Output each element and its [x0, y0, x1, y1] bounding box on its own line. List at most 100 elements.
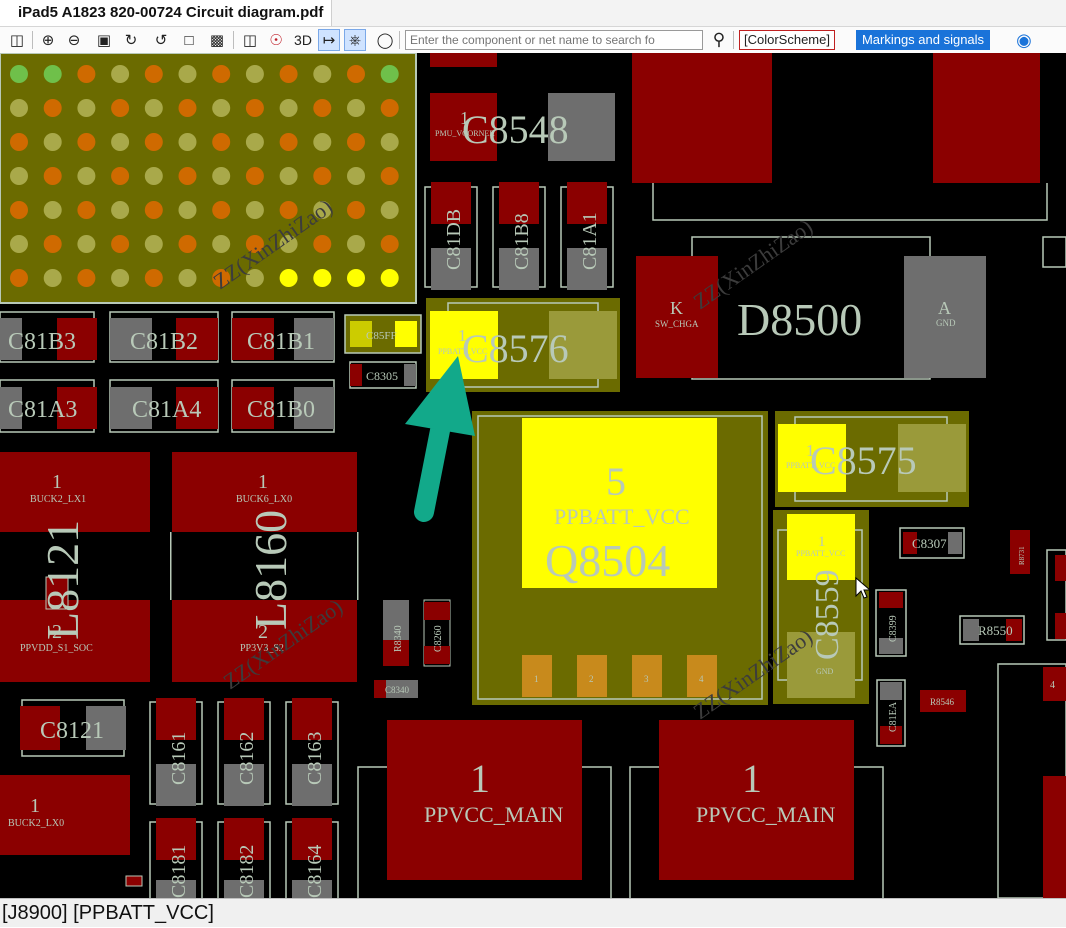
- zoom-in-icon[interactable]: ⊕: [41, 32, 55, 49]
- component-ppvcc-main-right[interactable]: 1 PPVCC_MAIN: [629, 720, 884, 898]
- svg-text:C8181: C8181: [168, 845, 190, 898]
- bga-ball: [43, 201, 62, 219]
- paint-icon[interactable]: ▩: [209, 32, 225, 49]
- component-r8550[interactable]: R8550: [959, 615, 1025, 645]
- document-tab[interactable]: iPad5 A1823 820-00724 Circuit diagram.pd…: [0, 0, 333, 26]
- component-q8504[interactable]: 1 2 3 4 5 PPBATT_VCC Q8504: [472, 411, 768, 705]
- component-c8559[interactable]: 1 PPBATT_VCC GND C8559: [773, 510, 869, 704]
- bga-chip[interactable]: [0, 53, 417, 304]
- markings-signals-button[interactable]: Markings and signals: [856, 30, 990, 50]
- component-c8182[interactable]: C8182: [217, 818, 271, 898]
- bga-ball: [245, 201, 264, 219]
- component-ppvcc-main-left[interactable]: 1 PPVCC_MAIN: [357, 720, 612, 898]
- component-c8163[interactable]: C8163: [285, 698, 339, 806]
- bga-ball: [43, 167, 62, 185]
- rotate-right-icon[interactable]: ↻: [124, 32, 138, 49]
- toolbar-separator: [399, 31, 400, 49]
- component-c81b3[interactable]: C81B3: [0, 311, 97, 363]
- component-c8162[interactable]: C8162: [217, 698, 271, 806]
- svg-text:5: 5: [606, 459, 626, 504]
- svg-text:PPBATT_VCC: PPBATT_VCC: [796, 549, 845, 558]
- bga-ball: [144, 235, 163, 253]
- svg-text:1: 1: [818, 534, 826, 550]
- svg-text:C81DB: C81DB: [443, 209, 465, 270]
- mouse-cursor: [855, 576, 872, 599]
- component-c8181[interactable]: C8181: [149, 818, 203, 898]
- svg-text:C8576: C8576: [462, 326, 569, 371]
- component-c81b8[interactable]: C81B8: [492, 182, 546, 290]
- svg-text:BUCK6_LX0: BUCK6_LX0: [236, 494, 292, 505]
- component-r8546[interactable]: R8546: [920, 690, 966, 712]
- svg-text:C81B2: C81B2: [130, 329, 198, 355]
- svg-text:C81B8: C81B8: [511, 213, 533, 270]
- bga-ball: [178, 201, 197, 219]
- component-r8340[interactable]: R8340: [383, 600, 409, 666]
- bga-ball: [347, 133, 365, 151]
- svg-text:C8305: C8305: [366, 369, 398, 383]
- flip-icon[interactable]: □: [184, 31, 194, 49]
- bga-ball: [347, 99, 365, 117]
- bga-ball: [279, 201, 298, 219]
- component-c8307[interactable]: C8307: [899, 527, 965, 559]
- bga-ball: [347, 269, 365, 287]
- bga-ball: [313, 269, 332, 287]
- rotate-left-icon[interactable]: ↺: [154, 32, 168, 49]
- component-c8121[interactable]: C8121: [20, 699, 126, 757]
- bga-ball: [178, 99, 197, 117]
- component-c8305[interactable]: C8305: [349, 361, 417, 389]
- bga-ball: [380, 269, 399, 287]
- probe-icon[interactable]: ☉: [269, 32, 283, 49]
- zoom-out-icon[interactable]: ⊖: [67, 32, 81, 49]
- pcb-drawing[interactable]: 1 PMU_VCORNER C8548 C81DB C81B8 C81A1 K …: [0, 53, 1066, 898]
- panels-icon[interactable]: ◫: [9, 32, 25, 49]
- component-c81a1[interactable]: C81A1: [560, 182, 614, 290]
- component-buck2-lx0-inductor[interactable]: 1 BUCK2_LX0: [0, 775, 143, 887]
- component-d8500[interactable]: K SW_CHGA A GND D8500: [636, 236, 986, 380]
- svg-text:SW_CHGA: SW_CHGA: [655, 319, 699, 329]
- svg-text:1: 1: [470, 756, 490, 801]
- color-scheme-button[interactable]: [ColorScheme]: [739, 30, 835, 50]
- bga-ball: [43, 65, 62, 83]
- net-icon[interactable]: ⎈: [344, 29, 366, 51]
- component-l8160[interactable]: 1 BUCK6_LX0 2 PP3V3_S2 L8160: [170, 452, 359, 682]
- bga-ball: [279, 65, 298, 83]
- bga-ball: [313, 65, 332, 83]
- eye-icon[interactable]: ◉: [1016, 29, 1032, 50]
- 3d-button[interactable]: 3D: [294, 32, 312, 48]
- mouse-icon[interactable]: ◯: [376, 32, 394, 49]
- component-c81b2[interactable]: C81B2: [109, 311, 219, 363]
- component-c8548[interactable]: 1 PMU_VCORNER C8548: [430, 93, 615, 161]
- component-c81b0[interactable]: C81B0: [231, 379, 335, 433]
- component-r8731[interactable]: R8731: [1010, 530, 1030, 574]
- bga-ball: [43, 235, 62, 253]
- fit-icon[interactable]: ▣: [96, 32, 112, 49]
- bga-ball: [10, 65, 28, 83]
- toolbar-separator: [733, 31, 734, 49]
- signal-arrow-icon[interactable]: ↦: [318, 29, 340, 51]
- component-c8340[interactable]: C8340: [374, 680, 418, 698]
- bga-ball: [279, 99, 298, 117]
- bga-ball: [77, 269, 96, 287]
- component-c81db[interactable]: C81DB: [424, 182, 478, 290]
- mirror-icon[interactable]: ◫: [242, 32, 258, 49]
- svg-text:C8161: C8161: [168, 732, 190, 785]
- bga-ball: [144, 201, 163, 219]
- component-l8121[interactable]: 1 BUCK2_LX1 2 PPVDD_S1_SOC L8121: [0, 452, 150, 682]
- bga-ball: [144, 133, 163, 151]
- component-c81b1[interactable]: C81B1: [231, 311, 335, 363]
- component-c8260[interactable]: C8260: [423, 599, 451, 667]
- svg-text:GND: GND: [936, 318, 956, 328]
- component-c8164[interactable]: C8164: [285, 818, 339, 898]
- component-c8399[interactable]: C8399: [875, 589, 907, 657]
- pcb-canvas[interactable]: 1 PMU_VCORNER C8548 C81DB C81B8 C81A1 K …: [0, 53, 1066, 898]
- component-c8161[interactable]: C8161: [149, 698, 203, 806]
- svg-text:C81B1: C81B1: [247, 329, 315, 355]
- component-c81ea[interactable]: C81EA: [876, 679, 906, 747]
- search-icon[interactable]: ⚲: [712, 30, 726, 49]
- bga-ball: [43, 99, 62, 117]
- component-c8575[interactable]: 1 PPBATT_VCC C8575: [775, 411, 969, 507]
- component-c81a4[interactable]: C81A4: [109, 379, 219, 433]
- component-c85ff[interactable]: C85FF: [344, 314, 422, 354]
- component-c81a3[interactable]: C81A3: [0, 379, 97, 433]
- search-input[interactable]: [405, 30, 703, 50]
